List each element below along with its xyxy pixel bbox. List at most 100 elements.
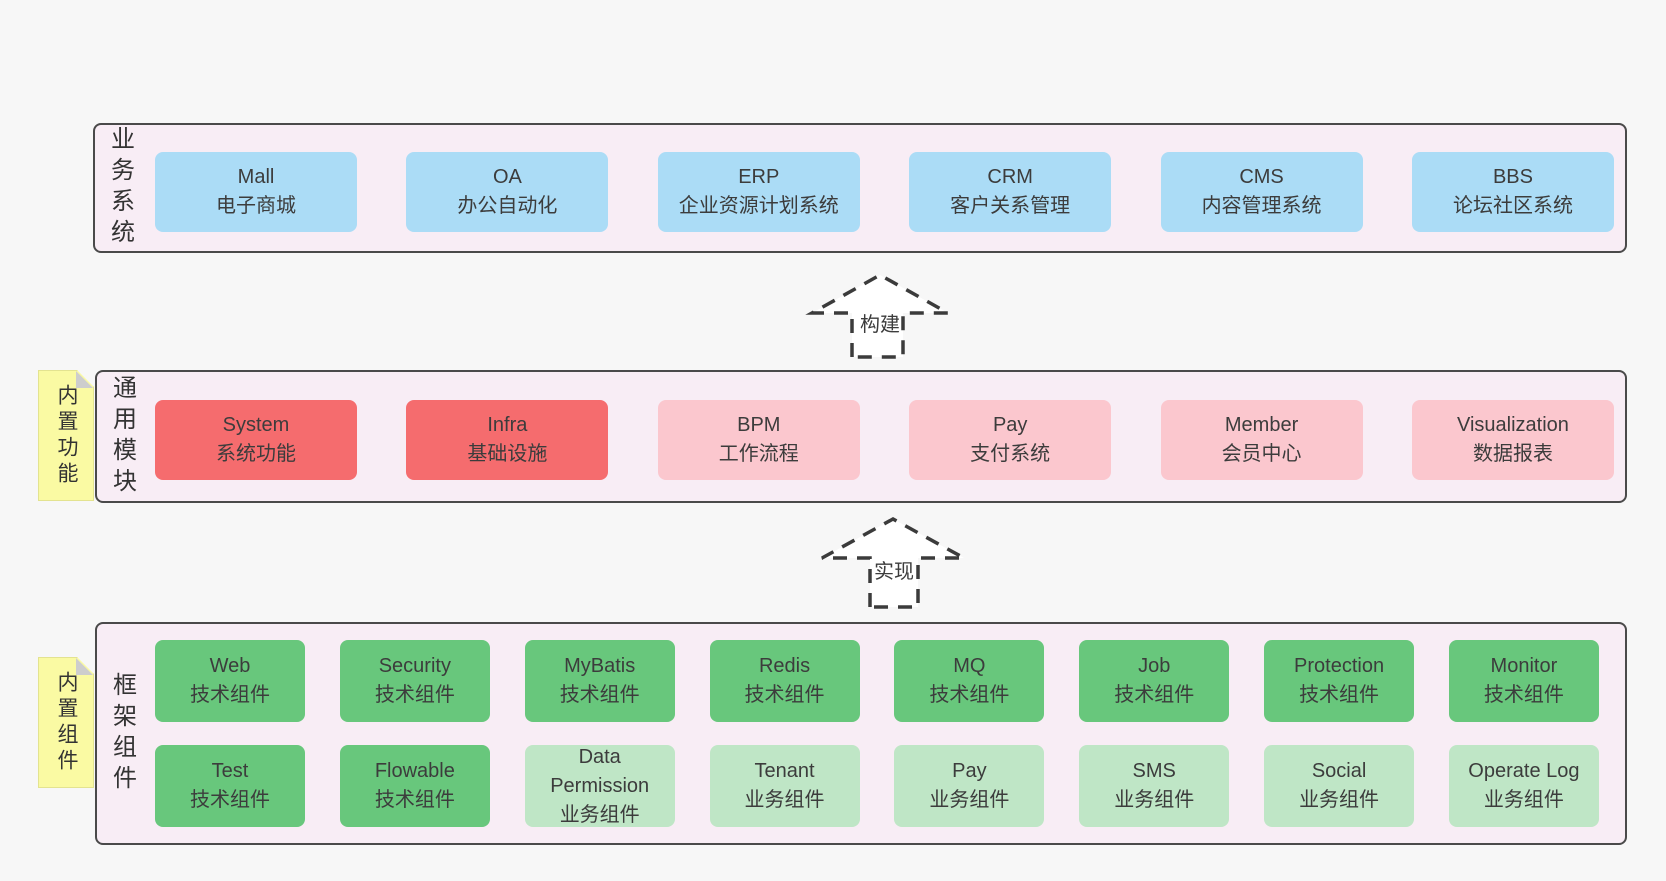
note-built-in-components: 内置组件 — [38, 657, 94, 788]
box-pay-component: Pay 业务组件 — [894, 745, 1045, 827]
box-subtitle: 业务组件 — [929, 789, 1010, 811]
box-subtitle: 技术组件 — [190, 789, 270, 811]
box-title: Flowable — [374, 760, 455, 782]
arrow-implement-label: 实现 — [874, 560, 914, 583]
layer-business-systems-label: 业务系统 — [101, 125, 139, 251]
box-infra: Infra 基础设施 — [406, 400, 609, 480]
box-redis: Redis 技术组件 — [709, 640, 860, 722]
layer-label-text: 框架组件 — [108, 671, 136, 796]
box-mall: Mall 电子商城 — [155, 152, 357, 232]
box-title: Infra — [487, 414, 528, 436]
box-title: CRM — [987, 166, 1033, 188]
box-title: Security — [378, 655, 451, 677]
box-sms: SMS 业务组件 — [1079, 745, 1230, 827]
box-bpm: BPM 工作流程 — [657, 400, 860, 480]
note-fold-corner-icon — [76, 658, 93, 675]
box-web: Web 技术组件 — [155, 640, 305, 722]
box-system: System 系统功能 — [155, 400, 357, 480]
note-built-in-features: 内置功能 — [38, 370, 94, 501]
box-subtitle: 技术组件 — [559, 684, 640, 706]
arrow-implement: 实现 — [821, 517, 965, 609]
box-subtitle: 会员中心 — [1221, 443, 1302, 465]
box-title: Visualization — [1456, 414, 1569, 436]
box-title: Mall — [237, 166, 275, 188]
arrow-implement-outline — [821, 517, 965, 609]
layer-framework-components: 框架组件 Web 技术组件 Security 技术组件 MyBatis 技术组件… — [95, 622, 1627, 845]
box-subtitle: 技术组件 — [1483, 684, 1564, 706]
note-fold-corner-icon — [76, 371, 93, 388]
box-subtitle: 技术组件 — [374, 684, 455, 706]
box-pay-system: Pay 支付系统 — [909, 400, 1112, 480]
box-title: System — [222, 414, 290, 436]
note-text: 内置组件 — [55, 670, 78, 775]
business-systems-row: Mall 电子商城 OA 办公自动化 ERP 企业资源计划系统 CRM 客户关系… — [155, 152, 1614, 232]
box-title: Data Permission — [550, 745, 650, 797]
box-title: Redis — [758, 655, 811, 677]
common-modules-row: System 系统功能 Infra 基础设施 BPM 工作流程 Pay 支付系统… — [155, 400, 1614, 480]
box-title: Pay — [992, 414, 1028, 436]
arrow-build-label: 构建 — [860, 313, 900, 336]
box-subtitle: 基础设施 — [467, 443, 548, 465]
box-title: Operate Log — [1468, 760, 1580, 782]
box-subtitle: 企业资源计划系统 — [678, 195, 839, 217]
box-subtitle: 办公自动化 — [457, 195, 558, 217]
framework-components-row-2: Test 技术组件 Flowable 技术组件 Data Permission … — [155, 745, 1599, 827]
box-erp: ERP 企业资源计划系统 — [657, 152, 860, 232]
box-title: Job — [1138, 655, 1171, 677]
box-title: Tenant — [754, 760, 815, 782]
box-subtitle: 技术组件 — [190, 684, 270, 706]
box-protection: Protection 技术组件 — [1264, 640, 1415, 722]
arrow-build: 构建 — [805, 272, 955, 359]
box-title: SMS — [1132, 760, 1176, 782]
layer-business-systems: 业务系统 Mall 电子商城 OA 办公自动化 ERP 企业资源计划系统 CRM… — [93, 123, 1627, 253]
box-title: Monitor — [1490, 655, 1558, 677]
box-subtitle: 技术组件 — [374, 789, 455, 811]
box-subtitle: 系统功能 — [216, 443, 296, 465]
box-title: Test — [211, 760, 249, 782]
box-title: CMS — [1239, 166, 1284, 188]
box-title: Member — [1224, 414, 1299, 436]
box-security: Security 技术组件 — [339, 640, 490, 722]
box-operate-log: Operate Log 业务组件 — [1448, 745, 1599, 827]
note-text: 内置功能 — [55, 383, 78, 488]
box-cms: CMS 内容管理系统 — [1160, 152, 1363, 232]
layer-common-modules-label: 通用模块 — [103, 372, 141, 501]
box-mybatis: MyBatis 技术组件 — [524, 640, 675, 722]
box-subtitle: 业务组件 — [1483, 789, 1564, 811]
box-subtitle: 技术组件 — [1299, 684, 1380, 706]
box-crm: CRM 客户关系管理 — [909, 152, 1112, 232]
layer-common-modules: 通用模块 System 系统功能 Infra 基础设施 BPM 工作流程 Pay… — [95, 370, 1627, 503]
box-visualization: Visualization 数据报表 — [1411, 400, 1614, 480]
box-oa: OA 办公自动化 — [406, 152, 609, 232]
box-subtitle: 技术组件 — [929, 684, 1010, 706]
box-subtitle: 支付系统 — [970, 443, 1051, 465]
box-tenant: Tenant 业务组件 — [709, 745, 860, 827]
box-subtitle: 业务组件 — [744, 789, 825, 811]
box-title: Pay — [952, 760, 987, 782]
box-subtitle: 技术组件 — [744, 684, 825, 706]
box-title: OA — [492, 166, 522, 188]
box-title: Web — [209, 655, 251, 677]
box-title: BBS — [1492, 166, 1533, 188]
layer-label-text: 业务系统 — [106, 126, 134, 250]
box-title: Social — [1311, 760, 1367, 782]
box-bbs: BBS 论坛社区系统 — [1411, 152, 1614, 232]
layer-label-text: 通用模块 — [108, 374, 136, 499]
box-title: MyBatis — [564, 655, 636, 677]
box-title: MQ — [953, 655, 986, 677]
box-data-permission: Data Permission 业务组件 — [524, 745, 675, 827]
layer-framework-components-label: 框架组件 — [103, 624, 141, 843]
framework-components-row-1: Web 技术组件 Security 技术组件 MyBatis 技术组件 Redi… — [155, 640, 1599, 722]
box-subtitle: 工作流程 — [718, 443, 799, 465]
box-member: Member 会员中心 — [1160, 400, 1363, 480]
arrow-build-outline — [805, 272, 955, 359]
box-subtitle: 业务组件 — [559, 803, 640, 826]
box-subtitle: 客户关系管理 — [950, 195, 1071, 217]
box-job: Job 技术组件 — [1079, 640, 1230, 722]
box-social: Social 业务组件 — [1264, 745, 1415, 827]
box-subtitle: 论坛社区系统 — [1452, 195, 1573, 217]
box-subtitle: 电子商城 — [216, 195, 296, 217]
box-monitor: Monitor 技术组件 — [1448, 640, 1599, 722]
box-subtitle: 业务组件 — [1299, 789, 1380, 811]
